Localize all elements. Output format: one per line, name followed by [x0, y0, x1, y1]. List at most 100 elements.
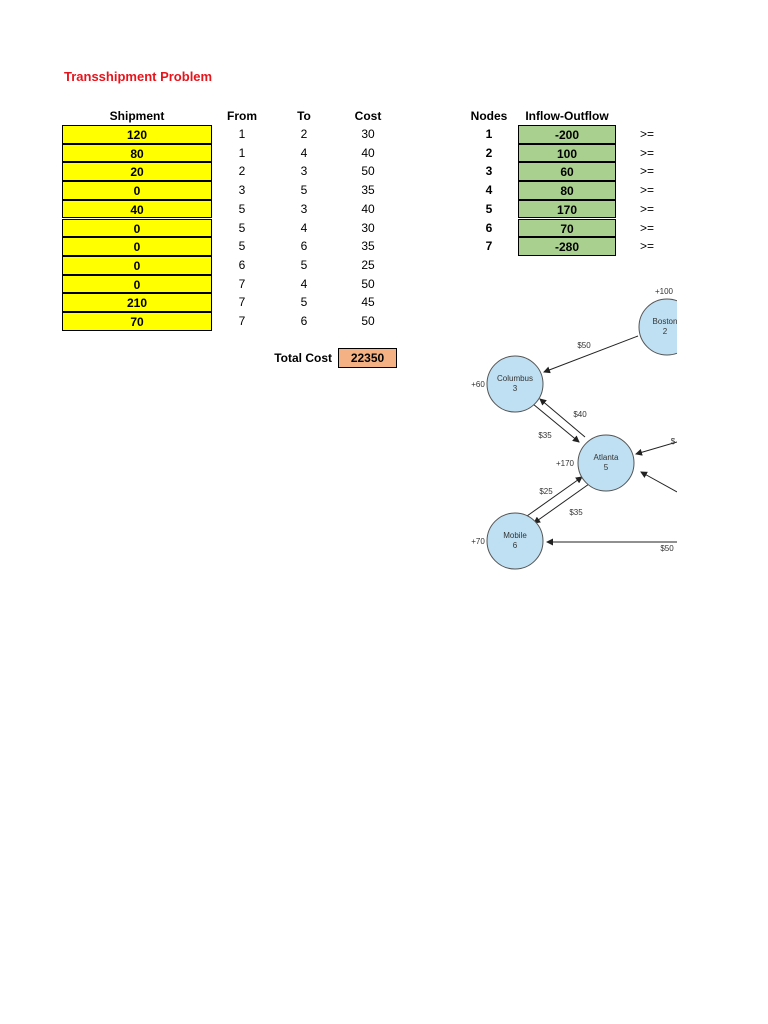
- to-cell: 3: [300, 201, 308, 216]
- cost-cell: 25: [361, 257, 375, 272]
- from-cell: 5: [238, 239, 246, 254]
- shipment-cell[interactable]: 0: [62, 181, 212, 200]
- node-id-cell: 6: [485, 220, 493, 235]
- from-cell: 3: [238, 183, 246, 198]
- constraint-op-cell: >=: [640, 239, 655, 254]
- node-id-cell: 3: [485, 164, 493, 179]
- cost-cell: 40: [361, 145, 375, 160]
- to-cell: 6: [300, 314, 308, 328]
- node-atlanta: Atlanta 5 +170: [556, 434, 635, 492]
- total-cost-value[interactable]: 22350: [338, 348, 397, 368]
- cost-atlanta-mobile: $35: [569, 508, 583, 517]
- arc-mobile-atlanta: [526, 476, 583, 517]
- inflow-outflow-cell[interactable]: 170: [518, 199, 616, 219]
- boston-num: 2: [663, 327, 668, 336]
- columbus-name: Columbus: [497, 374, 533, 383]
- header-shipment: Shipment: [109, 109, 165, 123]
- node-mobile: Mobile 6 +70: [471, 512, 544, 570]
- shipment-cell[interactable]: 0: [62, 218, 212, 238]
- network-diagram: Boston 2 +100 Columbus 3 +60 Atlanta 5 +…: [455, 280, 677, 576]
- atlanta-num: 5: [604, 463, 609, 472]
- boston-supply: +100: [655, 287, 674, 296]
- header-nodes: Nodes: [470, 109, 508, 123]
- to-cell: 3: [300, 164, 308, 179]
- cost-cell: 35: [361, 183, 375, 198]
- boston-name: Boston: [653, 317, 677, 326]
- node-id-cell: 2: [485, 145, 493, 160]
- to-cell: 5: [300, 295, 308, 310]
- constraint-op-cell: >=: [640, 127, 655, 141]
- constraint-op-cell: >=: [640, 183, 655, 198]
- shipment-cell[interactable]: 210: [62, 293, 212, 312]
- constraint-op-cell: >=: [640, 201, 655, 216]
- to-cell: 2: [300, 127, 308, 141]
- from-cell: 5: [238, 220, 246, 235]
- arc-right-atlanta-2: [640, 471, 677, 493]
- shipment-cell[interactable]: 20: [62, 162, 212, 182]
- header-cost: Cost: [354, 109, 382, 123]
- cost-cell: 50: [361, 164, 375, 179]
- constraint-op-cell: >=: [640, 145, 655, 160]
- to-cell: 4: [300, 276, 308, 291]
- atlanta-supply: +170: [556, 459, 575, 468]
- to-cell: 6: [300, 239, 308, 254]
- cost-cell: 35: [361, 239, 375, 254]
- sheet-title: Transshipment Problem: [64, 69, 213, 84]
- inflow-outflow-cell[interactable]: 70: [518, 218, 616, 238]
- arc-boston-columbus: [543, 335, 639, 374]
- header-inflow-outflow: Inflow-Outflow: [525, 109, 609, 123]
- mobile-num: 6: [513, 541, 518, 550]
- cost-cell: 45: [361, 295, 375, 310]
- node-boston: Boston 2 +100: [638, 287, 677, 356]
- from-cell: 7: [238, 295, 246, 310]
- node-columbus: Columbus 3 +60: [471, 355, 544, 413]
- arc-right-atlanta: [635, 441, 677, 456]
- constraint-op-cell: >=: [640, 220, 655, 235]
- columbus-num: 3: [513, 384, 518, 393]
- cost-cell: 50: [361, 314, 375, 328]
- cost-right-mobile: $50: [660, 544, 674, 553]
- shipment-cell[interactable]: 80: [62, 143, 212, 163]
- arc-atlanta-mobile: [533, 483, 590, 524]
- mobile-supply: +70: [471, 537, 485, 546]
- shipment-cell[interactable]: 70: [62, 312, 212, 331]
- cost-mobile-atlanta: $25: [539, 487, 553, 496]
- to-cell: 4: [300, 220, 308, 235]
- from-cell: 1: [238, 127, 246, 141]
- from-cell: 1: [238, 145, 246, 160]
- node-id-cell: 1: [485, 127, 493, 141]
- cost-right-atlanta: $: [671, 437, 676, 446]
- cost-atlanta-columbus: $40: [573, 410, 587, 419]
- from-cell: 7: [238, 314, 246, 328]
- inflow-outflow-cell[interactable]: 60: [518, 162, 616, 182]
- mobile-name: Mobile: [503, 531, 527, 540]
- arc-columbus-atlanta: [532, 403, 580, 443]
- inflow-outflow-cell[interactable]: 80: [518, 181, 616, 200]
- shipment-cell[interactable]: 120: [62, 125, 212, 144]
- inflow-outflow-cell[interactable]: -200: [518, 125, 616, 144]
- header-from: From: [227, 109, 257, 123]
- to-cell: 4: [300, 145, 308, 160]
- node-id-cell: 5: [485, 201, 493, 216]
- cost-columbus-atlanta: $35: [538, 431, 552, 440]
- inflow-outflow-cell[interactable]: -280: [518, 237, 616, 256]
- to-cell: 5: [300, 257, 308, 272]
- inflow-outflow-cell[interactable]: 100: [518, 143, 616, 163]
- total-cost-label: Total Cost: [274, 351, 332, 365]
- arc-atlanta-columbus: [539, 398, 586, 438]
- cost-cell: 30: [361, 127, 375, 141]
- from-cell: 6: [238, 257, 246, 272]
- shipment-cell[interactable]: 0: [62, 237, 212, 256]
- header-to: To: [297, 109, 311, 123]
- from-cell: 2: [238, 164, 246, 179]
- shipment-cell[interactable]: 40: [62, 199, 212, 219]
- cost-cell: 50: [361, 276, 375, 291]
- cost-cell: 30: [361, 220, 375, 235]
- atlanta-name: Atlanta: [594, 453, 619, 462]
- cost-cell: 40: [361, 201, 375, 216]
- from-cell: 7: [238, 276, 246, 291]
- shipment-cell[interactable]: 0: [62, 255, 212, 275]
- shipment-cell[interactable]: 0: [62, 274, 212, 294]
- constraint-op-cell: >=: [640, 164, 655, 179]
- to-cell: 5: [300, 183, 308, 198]
